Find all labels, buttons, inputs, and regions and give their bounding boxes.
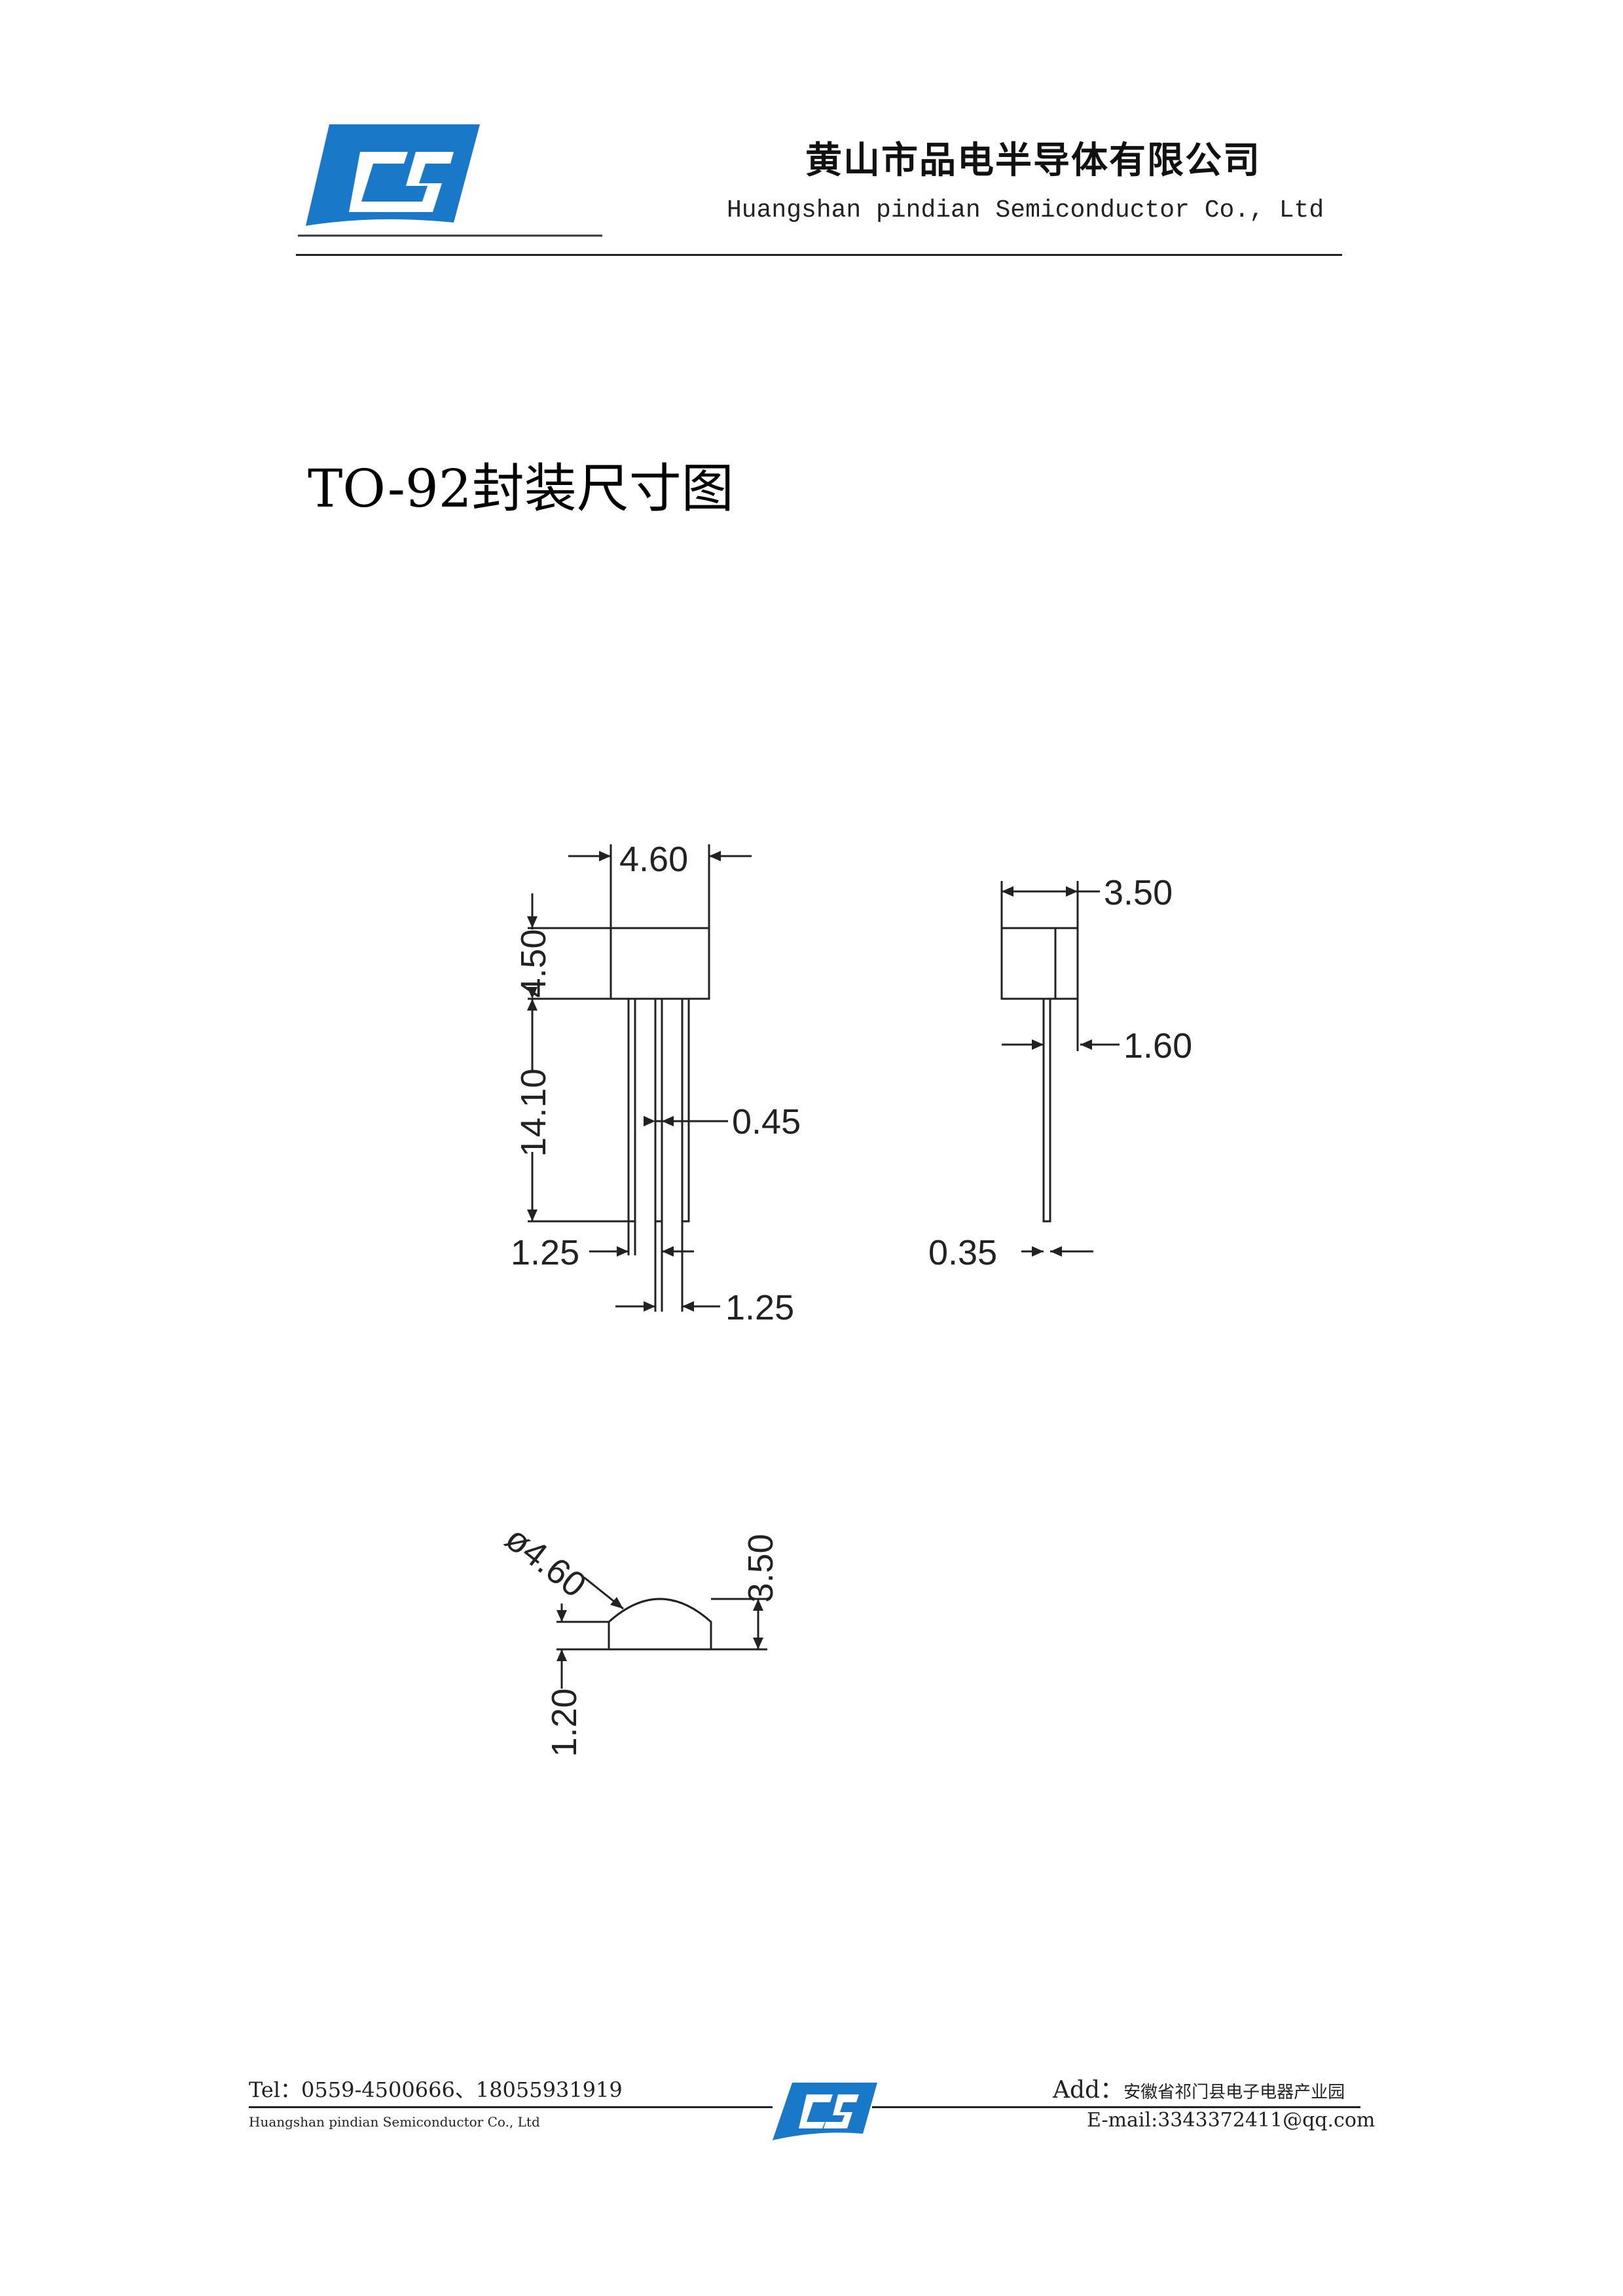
dim-lead-thickness: 0.35: [928, 1233, 997, 1272]
company-logo-icon: [298, 124, 602, 237]
front-lead-right: [681, 997, 690, 1223]
footer-company-en: Huangshan pindian Semiconductor Co., Ltd: [249, 2114, 540, 2130]
side-lead: [1042, 997, 1051, 1223]
front-lead-left: [627, 997, 636, 1223]
page-title: TO-92封装尺寸图: [308, 458, 734, 519]
dim-body-width: 4.60: [619, 840, 688, 879]
footer-address-value: 安徽省祁门县电子电器产业园: [1123, 2083, 1345, 2102]
dim-pitch-right: 1.25: [725, 1288, 794, 1327]
footer-rule-right: [872, 2106, 1360, 2108]
footer-address: Add：安徽省祁门县电子电器产业园: [1053, 2071, 1345, 2105]
dim-bottom-flat: 1.20: [545, 1688, 584, 1757]
footer-email: E-mail:3343372411@qq.com: [1087, 2109, 1376, 2132]
to92-dimension-drawing: 4.60 4.50 14.10 0.45 1.25 1.25 3.50 1.60…: [498, 840, 1192, 1757]
company-name-en: Huangshan pindian Semiconductor Co., Ltd: [727, 196, 1324, 224]
bottom-view-body: [608, 1598, 712, 1651]
side-view-body: [1000, 927, 1079, 1000]
dim-side-depth: 3.50: [1104, 873, 1173, 912]
footer-logo-icon: [773, 2083, 877, 2140]
dim-side-lead-offset: 1.60: [1123, 1026, 1192, 1066]
company-name-cn: 黄山市品电半导体有限公司: [805, 139, 1261, 182]
footer-address-label: Add：: [1053, 2077, 1124, 2104]
front-view-body: [610, 927, 710, 1000]
dim-lead-length: 14.10: [514, 1068, 553, 1157]
dim-body-height: 4.50: [514, 929, 553, 997]
front-lead-middle: [654, 997, 663, 1223]
dim-lead-width: 0.45: [732, 1102, 801, 1141]
dim-pitch-left: 1.25: [511, 1233, 579, 1272]
dim-bottom-diameter: ø4.60: [498, 1518, 594, 1605]
header-rule: [296, 254, 1342, 256]
footer-rule-left: [249, 2106, 773, 2108]
dim-bottom-height: 3.50: [741, 1534, 780, 1602]
footer-phone: Tel：0559-4500666、18055931919: [249, 2077, 623, 2102]
